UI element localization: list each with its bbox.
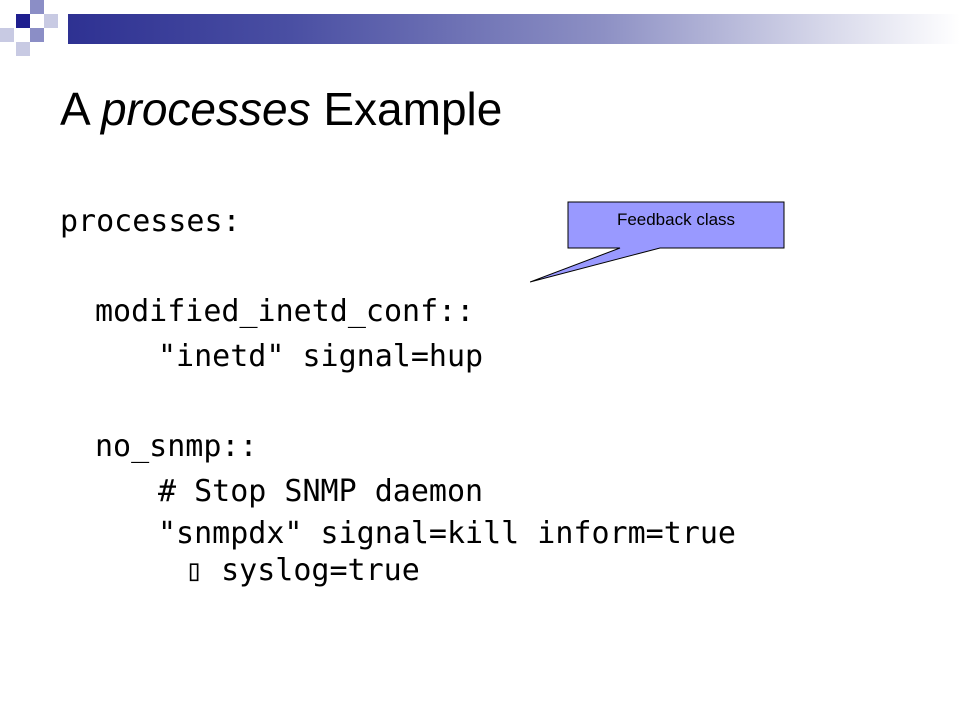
banner-square-dark (16, 14, 30, 28)
banner-square-light-3 (0, 28, 14, 42)
code-line-no-snmp: no_snmp:: (95, 429, 258, 464)
callout-label: Feedback class (616, 210, 736, 229)
code-line-modified-inetd: modified_inetd_conf:: (95, 294, 475, 329)
banner-square-mid (30, 0, 44, 14)
code-line-inetd-signal: "inetd" signal=hup (158, 339, 484, 374)
banner-square-mid-2 (30, 28, 44, 42)
title-prefix: A (60, 83, 101, 135)
code-line-snmpdx: "snmpdx" signal=kill inform=true (158, 516, 736, 551)
top-banner (0, 0, 960, 56)
callout-shape (530, 201, 785, 283)
slide-title: A processes Example (60, 82, 502, 136)
code-line-processes: processes: (60, 204, 241, 239)
code-line-comment: # Stop SNMP daemon (158, 474, 484, 509)
title-italic: processes (100, 83, 311, 135)
title-suffix: Example (310, 83, 503, 135)
banner-square-light (44, 14, 58, 28)
callout-polygon (530, 201, 785, 283)
code-line-syslog: ▯ syslog=true (185, 553, 420, 588)
banner-square-light-2 (16, 42, 30, 56)
banner-gradient-bar (68, 14, 960, 44)
